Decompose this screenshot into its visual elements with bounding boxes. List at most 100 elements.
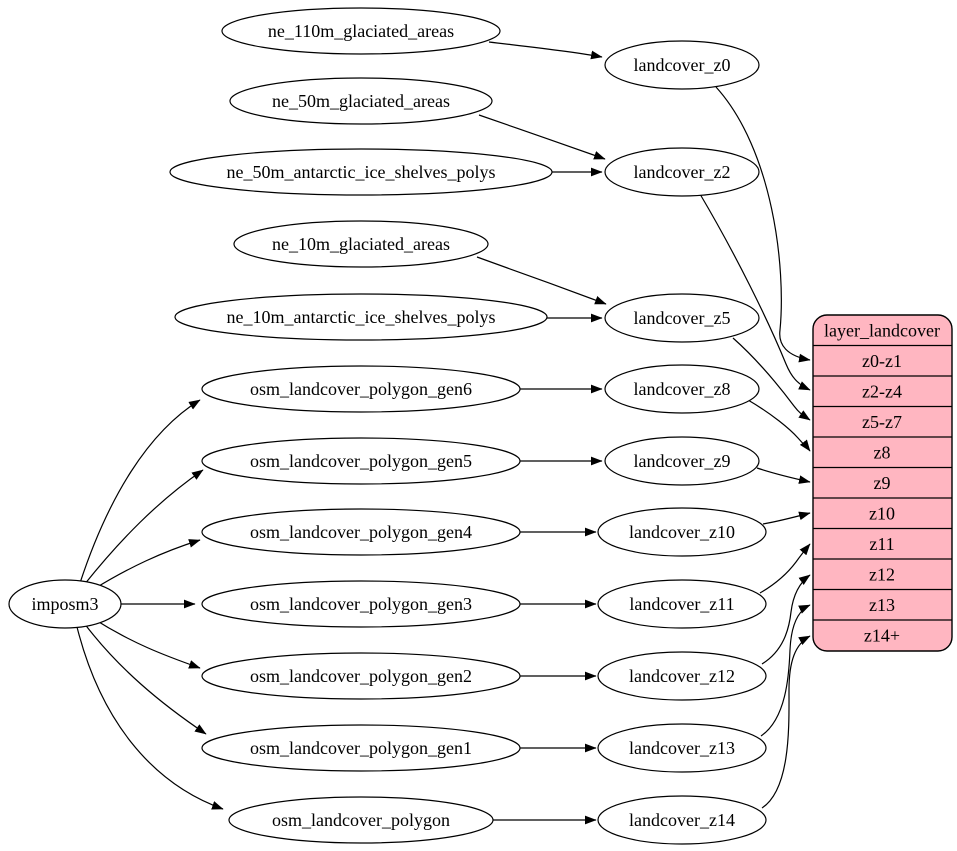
node-osm-landcover-polygon-gen4: osm_landcover_polygon_gen4 [201, 508, 521, 556]
edge-ne-50m-glaciated-areas-to-landcover-z2 [478, 114, 606, 160]
osm-landcover-polygon-label: osm_landcover_polygon [272, 810, 450, 830]
ne-10m-glaciated-areas-label: ne_10m_glaciated_areas [272, 234, 450, 254]
layer-landcover-outline [812, 314, 953, 652]
node-landcover-z13: landcover_z13 [597, 723, 767, 773]
landcover-z9-ellipse [604, 436, 760, 486]
ne-50m-antarctic-ice-shelves-polys-ellipse [169, 148, 553, 196]
table-row-z5-z7: z5-z7 [862, 412, 902, 432]
ne-110m-glaciated-areas-label: ne_110m_glaciated_areas [268, 21, 454, 41]
osm-landcover-polygon-gen5-label: osm_landcover_polygon_gen5 [250, 451, 472, 471]
edge-imposm3-to-osm-landcover-polygon-gen1 [83, 622, 207, 735]
node-landcover-z14: landcover_z14 [597, 795, 767, 845]
imposm3-ellipse [8, 579, 122, 629]
edge-landcover-z10-to-row-z10 [762, 511, 811, 525]
nodes-layer: imposm3 ne_110m_glaciated_areas ne_50m_g… [8, 7, 767, 845]
edge-landcover-z2-to-row-z2-z4 [699, 193, 811, 391]
osm-landcover-polygon-gen4-ellipse [201, 508, 521, 556]
node-landcover-z8: landcover_z8 [604, 364, 760, 414]
osm-landcover-polygon-gen2-ellipse [201, 652, 521, 700]
osm-landcover-polygon-gen3-label: osm_landcover_polygon_gen3 [250, 594, 472, 614]
node-ne-50m-glaciated-areas: ne_50m_glaciated_areas [229, 77, 493, 125]
edge-landcover-z9-to-row-z9 [756, 467, 811, 484]
layer-landcover-title: layer_landcover [824, 321, 940, 341]
landcover-z5-label: landcover_z5 [634, 308, 731, 328]
landcover-z5-ellipse [604, 293, 760, 343]
imposm3-label: imposm3 [31, 594, 98, 614]
ne-50m-glaciated-areas-label: ne_50m_glaciated_areas [272, 91, 450, 111]
landcover-z8-label: landcover_z8 [634, 379, 731, 399]
node-ne-10m-antarctic-ice-shelves-polys: ne_10m_antarctic_ice_shelves_polys [174, 293, 548, 341]
osm-landcover-polygon-gen4-label: osm_landcover_polygon_gen4 [250, 522, 472, 542]
table-row-z10: z10 [869, 504, 895, 524]
table-row-z9: z9 [874, 473, 891, 493]
landcover-z12-ellipse [597, 651, 767, 701]
landcover-z10-ellipse [597, 507, 767, 557]
node-osm-landcover-polygon: osm_landcover_polygon [228, 796, 494, 844]
node-osm-landcover-polygon-gen1: osm_landcover_polygon_gen1 [201, 724, 521, 772]
node-osm-landcover-polygon-gen6: osm_landcover_polygon_gen6 [201, 365, 521, 413]
edge-landcover-z5-to-row-z5-z7 [732, 337, 811, 421]
landcover-z11-ellipse [597, 579, 767, 629]
node-layer-landcover-table: layer_landcover z0-z1 z2-z4 z5-z7 z8 z9 … [812, 314, 953, 652]
node-osm-landcover-polygon-gen2: osm_landcover_polygon_gen2 [201, 652, 521, 700]
edge-landcover-z8-to-row-z8 [747, 399, 811, 452]
edge-landcover-z0-to-row-z0-z1 [715, 86, 811, 363]
osm-landcover-polygon-gen1-ellipse [201, 724, 521, 772]
table-row-z12: z12 [869, 565, 895, 585]
node-ne-110m-glaciated-areas: ne_110m_glaciated_areas [221, 7, 501, 55]
edge-imposm3-to-osm-landcover-polygon-gen2 [93, 618, 201, 669]
landcover-z0-label: landcover_z0 [634, 55, 731, 75]
osm-landcover-polygon-gen3-ellipse [201, 580, 521, 628]
node-osm-landcover-polygon-gen5: osm_landcover_polygon_gen5 [201, 437, 521, 485]
landcover-z12-label: landcover_z12 [629, 666, 735, 686]
edge-imposm3-to-osm-landcover-polygon-gen5 [83, 469, 204, 586]
osm-landcover-polygon-gen2-label: osm_landcover_polygon_gen2 [250, 666, 472, 686]
landcover-z13-ellipse [597, 723, 767, 773]
landcover-z11-label: landcover_z11 [629, 594, 734, 614]
node-landcover-z9: landcover_z9 [604, 436, 760, 486]
edge-imposm3-to-osm-landcover-polygon [76, 626, 224, 810]
edges-layer [76, 41, 811, 825]
ne-10m-antarctic-ice-shelves-polys-label: ne_10m_antarctic_ice_shelves_polys [227, 307, 496, 327]
table-row-z8: z8 [874, 443, 891, 463]
landcover-z10-label: landcover_z10 [629, 522, 735, 542]
osm-landcover-polygon-ellipse [228, 796, 494, 844]
landcover-z9-label: landcover_z9 [634, 451, 731, 471]
edge-imposm3-to-osm-landcover-polygon-gen6 [79, 399, 201, 584]
table-row-z11: z11 [869, 534, 894, 554]
table-row-z14plus: z14+ [864, 626, 900, 646]
ne-50m-glaciated-areas-ellipse [229, 77, 493, 125]
table-row-z13: z13 [869, 595, 895, 615]
node-landcover-z5: landcover_z5 [604, 293, 760, 343]
ne-10m-glaciated-areas-ellipse [233, 220, 489, 268]
node-landcover-z0: landcover_z0 [604, 40, 760, 90]
table-row-z0-z1: z0-z1 [862, 351, 902, 371]
node-landcover-z2: landcover_z2 [604, 147, 760, 197]
table-row-z2-z4: z2-z4 [862, 382, 902, 402]
node-landcover-z11: landcover_z11 [597, 579, 767, 629]
landcover-z2-label: landcover_z2 [634, 162, 731, 182]
node-ne-10m-glaciated-areas: ne_10m_glaciated_areas [233, 220, 489, 268]
node-osm-landcover-polygon-gen3: osm_landcover_polygon_gen3 [201, 580, 521, 628]
landcover-z8-ellipse [604, 364, 760, 414]
ne-10m-antarctic-ice-shelves-polys-ellipse [174, 293, 548, 341]
osm-landcover-polygon-gen6-ellipse [201, 365, 521, 413]
node-landcover-z12: landcover_z12 [597, 651, 767, 701]
node-imposm3: imposm3 [8, 579, 122, 629]
edge-landcover-z11-to-row-z11 [759, 543, 811, 594]
landcover-z0-ellipse [604, 40, 760, 90]
ne-110m-glaciated-areas-ellipse [221, 7, 501, 55]
edge-imposm3-to-osm-landcover-polygon-gen4 [93, 539, 201, 590]
node-landcover-z10: landcover_z10 [597, 507, 767, 557]
landcover-z14-label: landcover_z14 [629, 810, 735, 830]
edge-ne-110m-glaciated-areas-to-landcover-z0 [488, 41, 603, 60]
edge-landcover-z12-to-row-z12 [761, 574, 811, 665]
landcover-z13-label: landcover_z13 [629, 738, 735, 758]
osm-landcover-polygon-gen1-label: osm_landcover_polygon_gen1 [250, 738, 472, 758]
edge-landcover-z14-to-row-z14plus [761, 635, 811, 809]
landcover-z14-ellipse [597, 795, 767, 845]
osm-landcover-polygon-gen5-ellipse [201, 437, 521, 485]
edge-landcover-z13-to-row-z13 [760, 604, 811, 737]
landcover-z2-ellipse [604, 147, 760, 197]
